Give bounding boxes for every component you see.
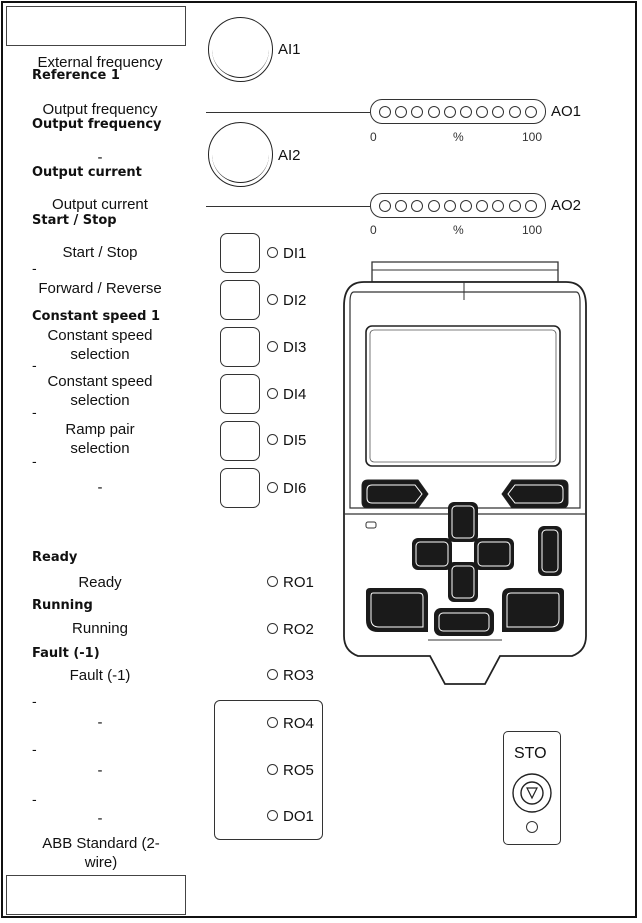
ro2-pin: RO2	[267, 622, 314, 638]
dash-2: -	[32, 357, 37, 373]
header-running: Running	[32, 598, 93, 613]
label-ready: Ready	[78, 574, 122, 591]
panel-connector	[371, 261, 559, 283]
dash-7: -	[32, 791, 37, 807]
status-led	[365, 521, 377, 529]
di3-switch[interactable]	[220, 327, 260, 367]
label-running: Running	[72, 620, 128, 637]
label-do1: -	[97, 810, 103, 827]
di1-switch[interactable]	[220, 233, 260, 273]
sto-block	[503, 731, 561, 845]
do1-pin: DO1	[267, 809, 314, 825]
up-arrow-button[interactable]	[448, 502, 478, 542]
top-blank-field[interactable]	[6, 6, 186, 46]
macro-name: ABB Standard (2-wire)	[42, 835, 160, 871]
ro1-pin: RO1	[267, 575, 314, 591]
ai1-knob[interactable]	[208, 17, 273, 82]
ao1-scale-unit: %	[453, 130, 464, 144]
dash-1: -	[32, 260, 37, 276]
di2-pin: DI2	[267, 293, 306, 309]
label-constant-speed-a: Constant speed selection	[47, 327, 153, 363]
dash-3: -	[32, 404, 37, 420]
control-panel	[343, 261, 587, 685]
ao2-scale-unit: %	[453, 223, 464, 237]
ao1-scale-max: 100	[522, 130, 543, 144]
local-remote-button[interactable]	[366, 588, 428, 632]
di4-switch[interactable]	[220, 374, 260, 414]
label-forward-reverse: Forward / Reverse	[38, 280, 162, 297]
label-output-current: Output current	[52, 196, 148, 213]
ai1-pin: AI1	[278, 41, 301, 58]
ao1-scale-min: 0	[370, 130, 377, 144]
di5-switch[interactable]	[220, 421, 260, 461]
start-button[interactable]	[502, 588, 564, 632]
right-arrow-button[interactable]	[474, 538, 514, 570]
ao2-lead	[206, 206, 370, 207]
right-softkey-button[interactable]	[501, 479, 569, 509]
ao1-pin: AO1	[551, 103, 582, 120]
dash-4: -	[32, 453, 37, 469]
ai2-pin: AI2	[278, 147, 301, 164]
ro3-pin: RO3	[267, 668, 314, 684]
label-output-frequency: Output frequency	[42, 101, 158, 118]
stop-button[interactable]	[434, 608, 494, 636]
bottom-blank-field[interactable]	[6, 875, 186, 915]
di6-pin: DI6	[267, 481, 306, 497]
header-output-current: Output current	[32, 165, 142, 180]
dash-5: -	[32, 693, 37, 709]
stop-octagon-icon	[512, 773, 552, 813]
label-ai2: -	[97, 149, 103, 166]
di3-pin: DI3	[267, 340, 306, 356]
di5-pin: DI5	[267, 433, 306, 449]
ao1-lead	[206, 112, 370, 113]
label-ro5: -	[97, 762, 103, 779]
header-start-stop: Start / Stop	[32, 213, 117, 228]
ro5-pin: RO5	[267, 763, 314, 779]
label-ramp-pair: Ramp pair selection	[65, 421, 135, 457]
help-button[interactable]	[538, 526, 562, 576]
label-fault: Fault (-1)	[69, 667, 131, 684]
header-fault: Fault (-1)	[32, 646, 100, 661]
sto-label: STO	[514, 745, 547, 762]
di6-switch[interactable]	[220, 468, 260, 508]
header-reference-1: Reference 1	[32, 68, 120, 83]
label-external-frequency: External frequency	[37, 54, 163, 71]
ao2-scale-min: 0	[370, 223, 377, 237]
unused-outputs-group	[214, 700, 323, 840]
header-output-frequency: Output frequency	[32, 117, 162, 132]
dash-6: -	[32, 741, 37, 757]
left-softkey-button[interactable]	[361, 479, 429, 509]
label-constant-speed-b: Constant speed selection	[47, 373, 153, 409]
label-di6: -	[97, 479, 103, 496]
down-arrow-button[interactable]	[448, 562, 478, 602]
sto-indicator	[526, 821, 538, 833]
left-arrow-button[interactable]	[412, 538, 452, 570]
panel-display	[365, 325, 561, 467]
ao1-scale	[370, 99, 546, 124]
di2-switch[interactable]	[220, 280, 260, 320]
ro4-pin: RO4	[267, 716, 314, 732]
ao2-pin: AO2	[551, 197, 582, 214]
header-constant-speed-1: Constant speed 1	[32, 309, 161, 324]
di4-pin: DI4	[267, 387, 306, 403]
header-ready: Ready	[32, 550, 78, 565]
ao2-scale	[370, 193, 546, 218]
label-ro4: -	[97, 714, 103, 731]
label-start-stop: Start / Stop	[62, 244, 138, 261]
ao2-scale-max: 100	[522, 223, 543, 237]
ai2-knob[interactable]	[208, 122, 273, 187]
di1-pin: DI1	[267, 246, 306, 262]
